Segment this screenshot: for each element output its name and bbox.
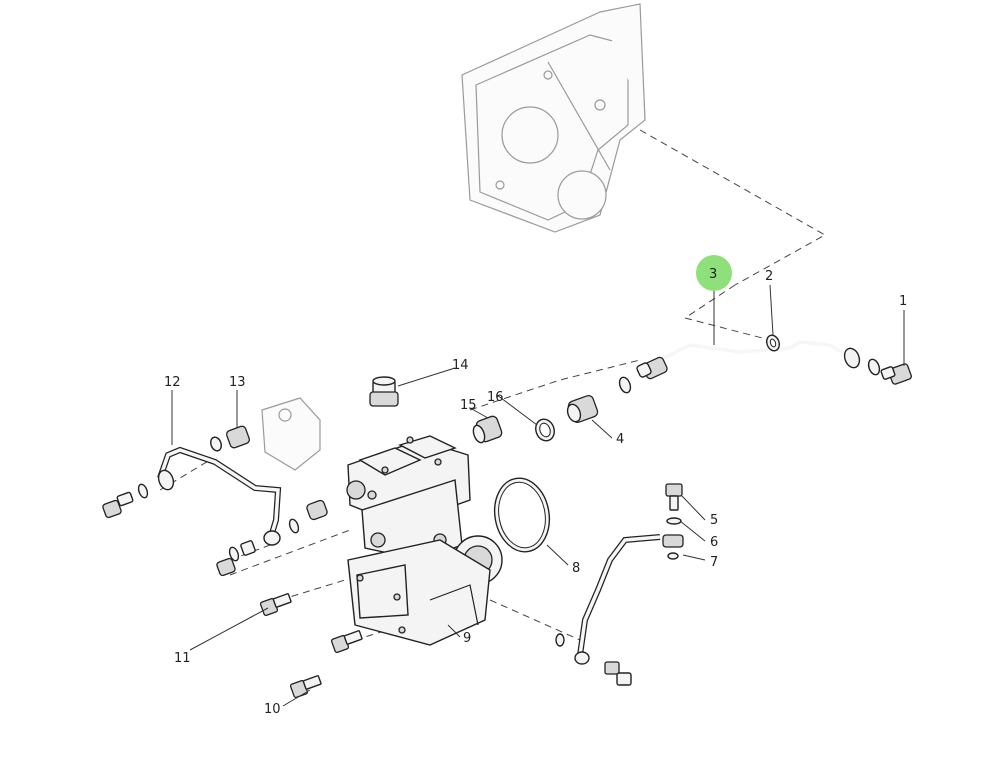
callout-16[interactable]: 16 [487, 390, 504, 405]
callout-3-highlight [696, 255, 732, 291]
banjo-bolt-left [102, 483, 149, 519]
sealing-ring-near-1 [867, 358, 881, 376]
banjo-bolt-lower-left [216, 540, 256, 577]
gasket-part-8 [493, 477, 551, 553]
union-fitting-part-4 [566, 394, 599, 424]
bolt-part-5 [665, 483, 683, 511]
pipe-part-12 [157, 446, 282, 546]
callout-2[interactable]: 2 [765, 269, 773, 284]
oil-feed-pipe [555, 534, 661, 686]
washer-part-6 [666, 517, 682, 525]
fitting-part-14 [369, 376, 399, 407]
sealing-ring-near-4 [618, 376, 632, 394]
callout-7[interactable]: 7 [710, 555, 718, 570]
o-ring-part-2 [766, 334, 780, 352]
callout-15[interactable]: 15 [460, 398, 477, 413]
flange-housing-ghost [261, 397, 321, 471]
pressure-pipe-part-3 [636, 340, 861, 380]
callout-4[interactable]: 4 [616, 432, 624, 447]
bolt-part-10 [289, 675, 322, 699]
callout-14[interactable]: 14 [452, 358, 469, 373]
union-part-13 [210, 425, 250, 452]
callout-3[interactable]: 3 [709, 267, 717, 282]
callout-9[interactable]: 9 [463, 631, 471, 646]
plug-part-15 [472, 415, 503, 444]
callout-5[interactable]: 5 [710, 513, 718, 528]
engine-timing-housing [461, 3, 646, 233]
banjo-bolt-part-1 [880, 363, 912, 385]
sealing-ring-part-16 [535, 418, 555, 442]
bolt-part-11 [259, 593, 292, 617]
callout-1[interactable]: 1 [899, 294, 907, 309]
air-compressor-part-9 [346, 435, 503, 646]
assembly-dash-lines [159, 129, 827, 641]
callout-8[interactable]: 8 [572, 561, 580, 576]
callout-10[interactable]: 10 [264, 702, 281, 717]
callout-6[interactable]: 6 [710, 535, 718, 550]
callout-13[interactable]: 13 [229, 375, 246, 390]
fitting-near-pipe-12 [288, 499, 328, 534]
callout-leaders [171, 284, 905, 707]
bolt-near-9 [330, 630, 363, 654]
clamp-part-7 [662, 534, 684, 560]
callout-labels: 1 2 3 4 5 6 7 8 9 10 11 12 13 14 15 16 [164, 267, 907, 717]
callout-11[interactable]: 11 [174, 651, 191, 666]
callout-12[interactable]: 12 [164, 375, 181, 390]
